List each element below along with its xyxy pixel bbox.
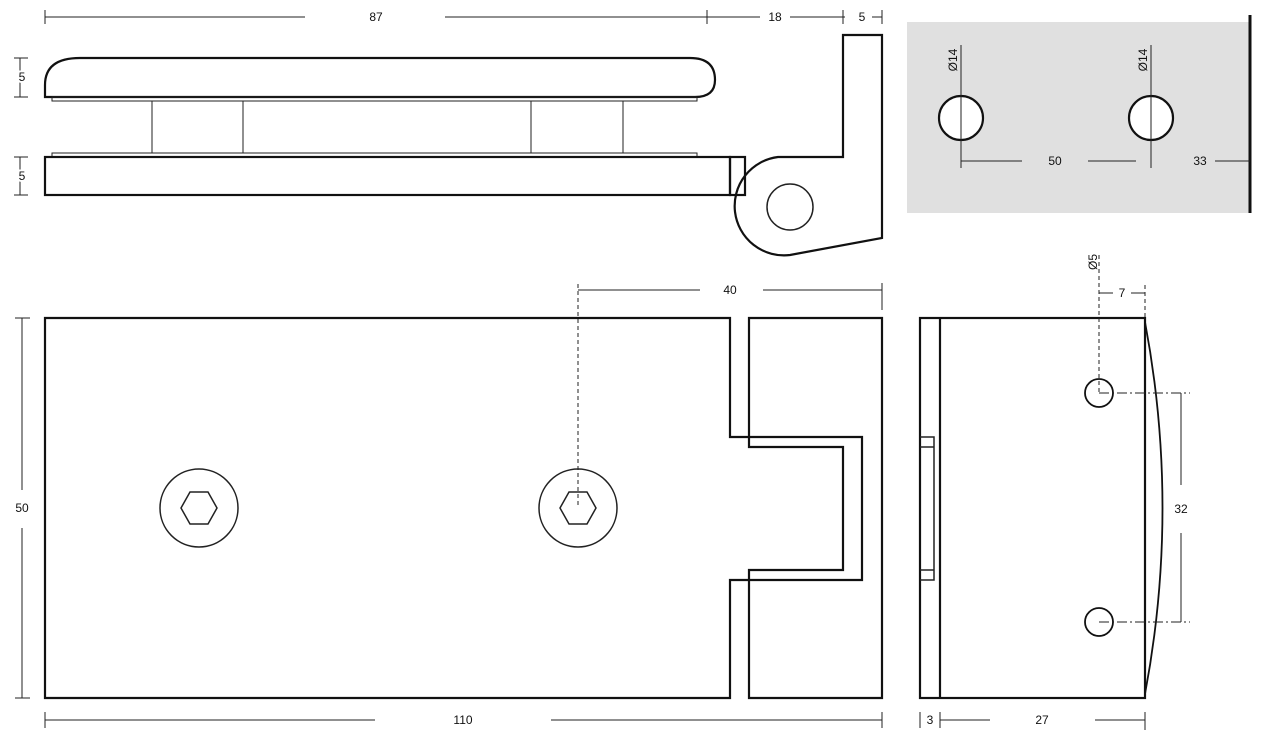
dim-hole-edge: 7 xyxy=(1119,286,1126,300)
dim-top-plate: 5 xyxy=(19,70,26,84)
side-dimensions xyxy=(919,292,1182,730)
hex-socket-right-icon xyxy=(559,491,597,525)
hinge-pin xyxy=(766,183,814,231)
dim-thin: 3 xyxy=(927,713,934,727)
front-dimensions xyxy=(15,283,883,728)
dim-length: 87 xyxy=(369,10,383,24)
panel-dimensions xyxy=(960,45,1250,168)
side-tab xyxy=(920,436,935,581)
front-view: 40 50 110 xyxy=(15,283,884,728)
dim-bottom-plate: 5 xyxy=(19,169,26,183)
screw-left xyxy=(159,468,239,548)
side-body xyxy=(918,316,1147,700)
dim-hinge-wall: 5 xyxy=(859,10,866,24)
clamp-body xyxy=(43,316,864,700)
dim-width: 110 xyxy=(453,713,472,727)
dim-height: 50 xyxy=(15,501,29,515)
side-view: Ø5 7 32 3 27 xyxy=(918,254,1190,730)
dim-depth: 27 xyxy=(1035,713,1049,727)
hinge-body xyxy=(747,316,884,700)
dim-hinge: 18 xyxy=(768,10,782,24)
bottom-clamp-plate xyxy=(43,155,732,197)
top-clamp-plate xyxy=(43,56,717,99)
dim-side-hole-spacing: 32 xyxy=(1174,502,1188,516)
dim-hole-spacing: 50 xyxy=(1048,154,1062,168)
dim-screw-offset: 40 xyxy=(723,283,737,297)
side-hole-dia: Ø5 xyxy=(1086,254,1100,270)
standoffs xyxy=(151,101,624,153)
glass-panel-view: Ø14 Ø14 50 33 xyxy=(907,15,1252,213)
top-gasket xyxy=(51,96,698,102)
top-dimensions xyxy=(14,10,883,196)
side-curved-face xyxy=(1144,321,1164,695)
hole-left-dia: Ø14 xyxy=(946,48,960,71)
top-view: 87 18 5 5 5 xyxy=(14,10,884,257)
hole-right-dia: Ø14 xyxy=(1136,48,1150,71)
hinge-wall-bracket xyxy=(733,33,884,257)
hex-socket-left-icon xyxy=(180,491,218,525)
dim-edge-offset: 33 xyxy=(1193,154,1207,168)
